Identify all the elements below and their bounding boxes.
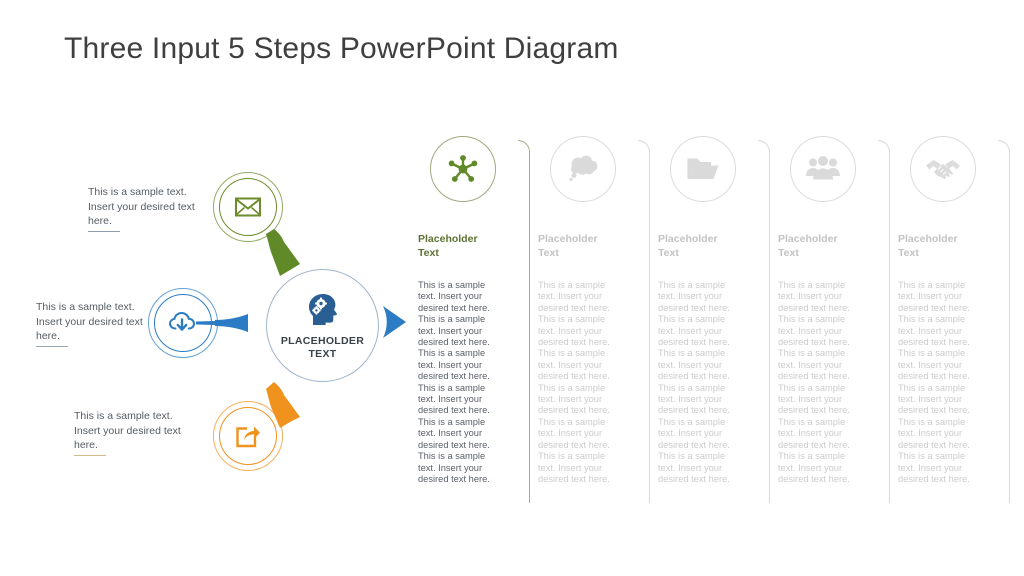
cloud-download-icon	[168, 311, 196, 331]
step-icon-wrap-1[interactable]	[430, 136, 496, 202]
input-middle-text: This is a sample text. Insert your desir…	[36, 301, 143, 342]
connector-green	[266, 229, 300, 276]
step-heading-3-line2: Text	[658, 247, 679, 259]
input-top-badge[interactable]	[213, 172, 283, 242]
envelope-icon	[235, 197, 261, 217]
step-heading-3-line1: Placeholder	[658, 233, 718, 245]
input-top-rule	[88, 231, 120, 232]
step-divider-5	[998, 140, 1010, 503]
step-body-2: This is a sample text. Insert your desir…	[538, 280, 610, 484]
folder-icon	[687, 158, 719, 179]
share-export-icon	[236, 426, 260, 448]
connector-blue	[215, 314, 248, 332]
step-icon-wrap-2[interactable]	[550, 136, 616, 202]
input-bottom-rule	[74, 455, 106, 456]
input-bottom-badge[interactable]	[213, 401, 283, 471]
hub-label-line1: PLACEHOLDER	[280, 334, 365, 347]
input-top-text: This is a sample text. Insert your desir…	[88, 186, 195, 227]
thought-cloud-icon	[569, 155, 598, 181]
people-group-icon	[806, 156, 840, 180]
step-divider-1	[518, 140, 530, 503]
input-middle-badge[interactable]	[148, 288, 218, 358]
step-heading-5-line2: Text	[898, 247, 919, 259]
step-heading-4-line1: Placeholder	[778, 233, 838, 245]
step-icon-wrap-3[interactable]	[670, 136, 736, 202]
page-title: Three Input 5 Steps PowerPoint Diagram	[64, 32, 619, 65]
step-body-1: This is a sample text. Insert your desir…	[418, 280, 490, 484]
input-middle-rule	[36, 346, 68, 347]
step-heading-2-line1: Placeholder	[538, 233, 598, 245]
step-icon-wrap-4[interactable]	[790, 136, 856, 202]
input-bottom-text: This is a sample text. Insert your desir…	[74, 410, 181, 451]
handshake-icon	[926, 160, 960, 179]
step-heading-5-line1: Placeholder	[898, 233, 958, 245]
connector-hub-out	[383, 306, 406, 338]
step-divider-3	[758, 140, 770, 503]
step-heading-4-line2: Text	[778, 247, 799, 259]
step-heading-1-line2: Text	[418, 247, 439, 259]
step-divider-4	[878, 140, 890, 503]
network-hub-icon	[448, 155, 478, 182]
step-body-5: This is a sample text. Insert your desir…	[898, 280, 970, 484]
step-body-4: This is a sample text. Insert your desir…	[778, 280, 850, 484]
step-body-3: This is a sample text. Insert your desir…	[658, 280, 730, 484]
step-icon-wrap-5[interactable]	[910, 136, 976, 202]
head-with-gears-icon	[308, 293, 337, 325]
hub-label-line2: TEXT	[308, 347, 337, 360]
step-heading-2-line2: Text	[538, 247, 559, 259]
step-heading-1-line1: Placeholder	[418, 233, 478, 245]
step-divider-2	[638, 140, 650, 503]
